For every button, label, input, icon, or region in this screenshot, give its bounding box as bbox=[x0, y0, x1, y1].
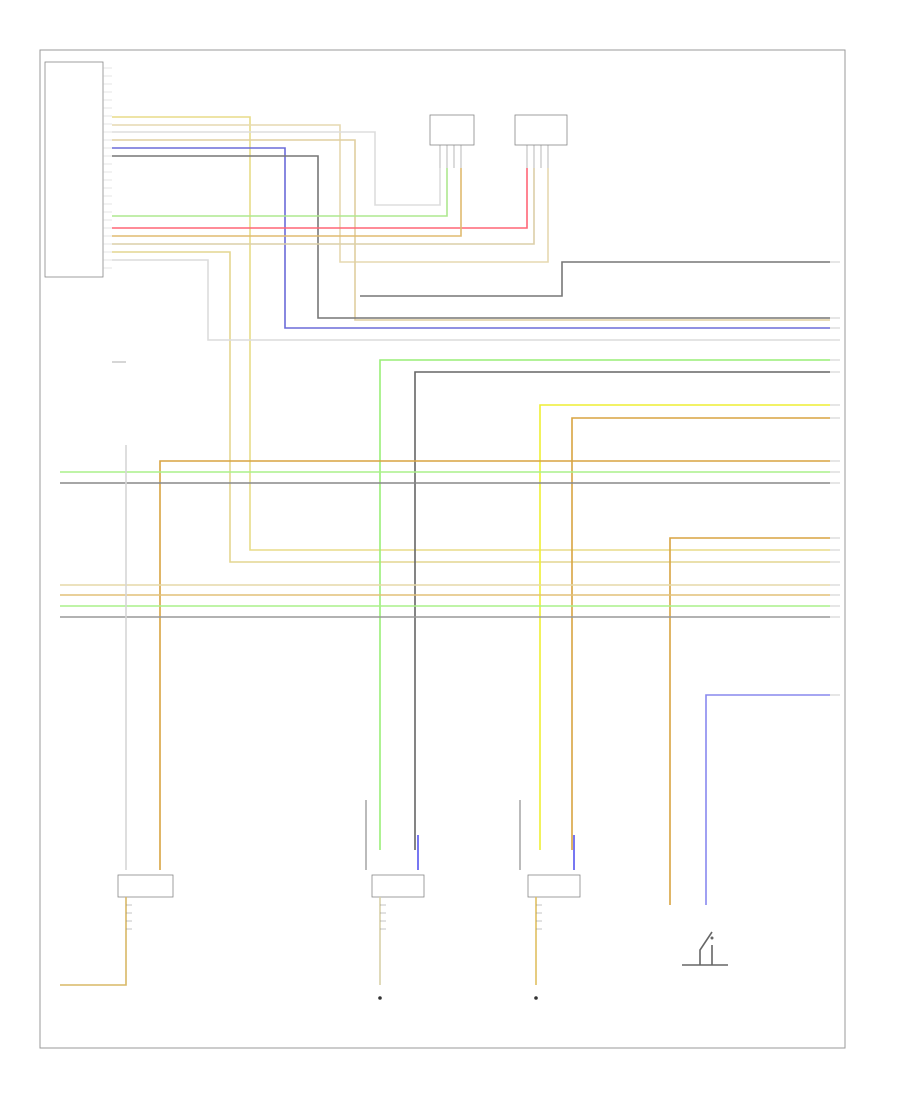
top-sensor-right bbox=[514, 114, 568, 168]
top-sensor-left-box bbox=[429, 114, 475, 146]
bottom-component-3 bbox=[527, 874, 581, 1000]
wire-yellow-top bbox=[112, 116, 830, 551]
wire-yellow-mid bbox=[112, 251, 830, 563]
wire-green-col1 bbox=[379, 359, 830, 850]
wire-yellow-col3 bbox=[539, 404, 830, 850]
wire-tan2-top bbox=[112, 139, 830, 321]
blue-stubs bbox=[365, 800, 575, 870]
component-1-ground bbox=[60, 897, 127, 986]
component-1-box bbox=[117, 874, 174, 898]
wire-tan-top bbox=[112, 124, 549, 263]
control-module-box bbox=[44, 61, 104, 278]
top-sensor-left bbox=[429, 114, 475, 168]
component-2-box bbox=[371, 874, 425, 898]
bottom-switch bbox=[682, 931, 728, 966]
wire-gray-col2 bbox=[414, 371, 830, 850]
switch-contact bbox=[710, 936, 714, 940]
bottom-component-2 bbox=[371, 874, 425, 1000]
component-3-box bbox=[527, 874, 581, 898]
bottom-component-1 bbox=[60, 874, 174, 986]
wire-lightgray-top bbox=[112, 131, 441, 206]
wire-orange-left1 bbox=[159, 460, 830, 870]
wire-darkgray-right bbox=[360, 261, 830, 297]
component-3-ground-dot bbox=[534, 996, 538, 1000]
wire-green-mid bbox=[112, 168, 448, 217]
wire-orange-right bbox=[669, 537, 830, 905]
wire-red-mid bbox=[112, 168, 528, 229]
component-2-ground-dot bbox=[378, 996, 382, 1000]
top-sensor-right-box bbox=[514, 114, 568, 146]
control-module-pins bbox=[103, 67, 112, 269]
diagram-frame bbox=[39, 49, 846, 1049]
wire-lightgray-mid bbox=[112, 259, 830, 341]
wire-tan-mid bbox=[112, 168, 535, 245]
wires-top bbox=[112, 116, 830, 563]
control-module bbox=[44, 61, 112, 278]
wire-violet-right bbox=[705, 694, 830, 905]
wire-gray-top bbox=[112, 155, 830, 319]
wire-blue-top bbox=[112, 147, 830, 329]
right-edge-ticks bbox=[830, 261, 840, 696]
wire-orange-col4 bbox=[571, 417, 830, 850]
wires-middle bbox=[60, 359, 830, 905]
switch-body bbox=[682, 931, 728, 966]
wire-orange-mid bbox=[112, 168, 462, 237]
